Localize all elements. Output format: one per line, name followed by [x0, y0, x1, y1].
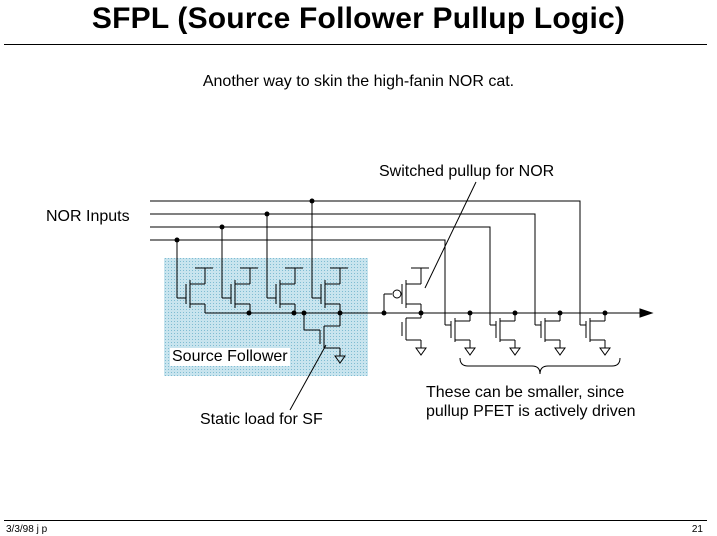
circuit-wiring: [150, 181, 654, 411]
page-number: 21: [691, 524, 703, 535]
label-smaller-line1: These can be smaller, since: [426, 384, 625, 401]
label-nor-inputs: NOR Inputs: [46, 208, 130, 225]
input-line-1: [150, 200, 581, 316]
input-line-2: [150, 213, 536, 316]
static-load-leader: [289, 344, 327, 411]
slide-subtitle: Another way to skin the high-fanin NOR c…: [202, 73, 515, 90]
slide-title: SFPL (Source Follower Pullup Logic): [91, 2, 626, 35]
footer-rule: [4, 520, 707, 521]
switched-pullup-leader: [424, 181, 477, 289]
label-switched-pullup: Switched pullup for NOR: [379, 163, 555, 180]
input-line-4: [150, 239, 446, 316]
footer-date: 3/3/98 j p: [6, 524, 48, 535]
label-smaller-line2: pullup PFET is actively driven: [426, 403, 636, 420]
label-source-follower: Source Follower: [170, 348, 290, 366]
junction-dots: [174, 198, 608, 316]
label-static-load: Static load for SF: [200, 411, 323, 428]
input-line-3: [150, 226, 491, 316]
title-rule: [4, 44, 707, 45]
